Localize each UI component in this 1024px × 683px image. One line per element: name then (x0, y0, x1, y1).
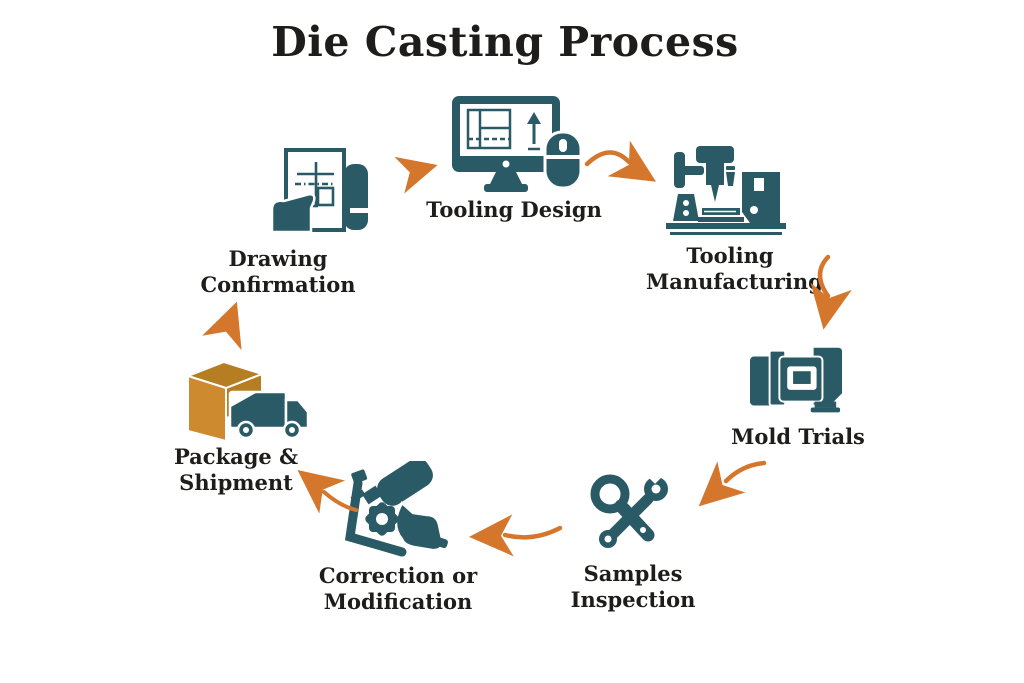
page-title: Die Casting Process (271, 18, 739, 66)
step-label: Samples Inspection (570, 561, 696, 612)
delivery-truck (228, 390, 310, 440)
magnifier-wrench-icon (590, 473, 668, 548)
arrow-correction-to-package-icon (297, 469, 358, 514)
arrow-drawing-to-design-icon (394, 156, 438, 194)
arrow-mold-to-inspection-icon (698, 460, 767, 507)
mouse (543, 130, 583, 190)
hand-holding-drawing-icon (270, 148, 370, 234)
step-label: Tooling Manufacturing (646, 243, 823, 294)
drill (350, 461, 448, 552)
die-mold-icon (750, 345, 844, 413)
step-label: Tooling Design (426, 197, 602, 222)
drill-gear-icon (344, 461, 448, 557)
step-label: Correction or Modification (318, 563, 478, 614)
computer-with-mouse-icon (452, 96, 583, 192)
magnifier (590, 474, 655, 542)
technical-drawing-lines (295, 162, 335, 208)
wrench (599, 473, 668, 548)
milling-machine-icon (666, 146, 786, 235)
cad-drawing (466, 108, 512, 150)
arrow-package-to-drawing-icon (202, 301, 242, 351)
box-truck-icon (184, 360, 310, 443)
arrow-design-to-manufacturing-icon (584, 140, 657, 182)
step-label: Drawing Confirmation (200, 246, 356, 297)
arrow-inspection-to-correction-icon (469, 514, 563, 557)
step-label: Package & Shipment (173, 444, 299, 495)
step-label: Mold Trials (731, 424, 865, 449)
gear (365, 502, 399, 536)
arrow-manufacturing-to-mold-icon (810, 254, 852, 330)
up-arrow (527, 112, 541, 151)
